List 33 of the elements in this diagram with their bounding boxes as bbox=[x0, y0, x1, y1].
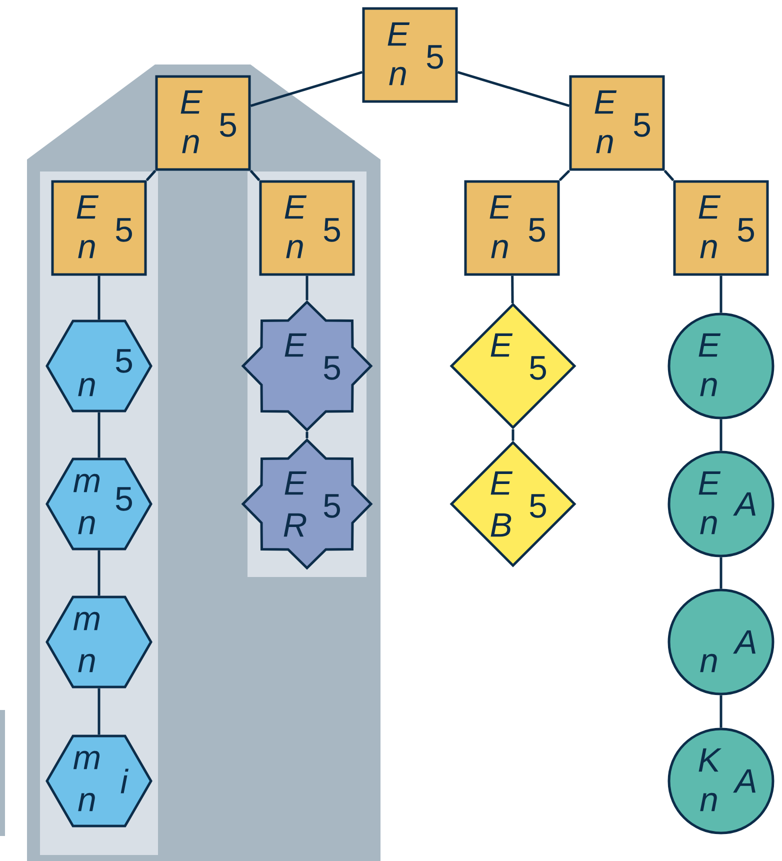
connector-line bbox=[98, 412, 100, 458]
square-node: E n 5 bbox=[569, 75, 665, 171]
connector-line bbox=[720, 695, 722, 728]
connector-line bbox=[558, 170, 570, 182]
connector-line bbox=[98, 276, 100, 320]
hexagon-node: n 5 bbox=[46, 320, 152, 412]
connector-line bbox=[98, 550, 100, 596]
square-node: E n 5 bbox=[51, 180, 147, 276]
hexagon-node: m n bbox=[46, 596, 152, 688]
circle-node: E n A bbox=[668, 450, 774, 558]
connector-line bbox=[306, 276, 308, 300]
circle-node: K n A bbox=[668, 728, 774, 834]
connector-line bbox=[720, 557, 722, 589]
connector-line bbox=[511, 276, 514, 304]
connector-line bbox=[720, 419, 722, 451]
connector-line bbox=[457, 71, 570, 108]
hexagon-node: m n 5 bbox=[46, 458, 152, 550]
circle-node: E n bbox=[668, 312, 774, 420]
connector-line bbox=[98, 688, 100, 735]
hexagon-node: m n i bbox=[46, 734, 152, 828]
connector-line bbox=[146, 170, 156, 182]
connector-line bbox=[250, 170, 260, 182]
connector-line bbox=[306, 432, 308, 438]
circle-node: n A bbox=[668, 588, 774, 696]
square-node: E n 5 bbox=[464, 180, 560, 276]
square-node: E n 5 bbox=[259, 180, 355, 276]
square-node: E n 5 bbox=[362, 7, 458, 103]
connector-line bbox=[512, 429, 514, 441]
connector-line bbox=[664, 170, 674, 182]
square-node: E n 5 bbox=[673, 180, 769, 276]
connector-line bbox=[720, 276, 722, 313]
square-node: E n 5 bbox=[155, 75, 251, 171]
connector-line bbox=[250, 71, 363, 108]
